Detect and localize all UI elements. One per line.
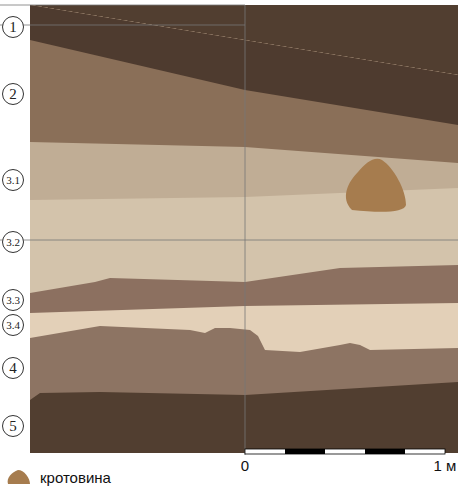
layer-3-4 [30, 5, 458, 352]
callout-circle: 4 [2, 357, 24, 379]
callout-number: 3.2 [6, 237, 20, 248]
scale-bar [245, 449, 445, 454]
callout-number: 1 [9, 20, 17, 35]
callout-number: 5 [9, 419, 17, 434]
layer-3-1 [30, 5, 458, 200]
layer-3-2 [30, 5, 458, 293]
callout-number: 3.1 [6, 175, 20, 186]
layer-5 [30, 5, 458, 453]
axis-line [245, 5, 246, 455]
callout-number: 2 [9, 87, 17, 102]
callout-circle: 3.2 [2, 231, 24, 253]
scale-label: 1 м [434, 458, 457, 473]
layer-4 [30, 5, 458, 400]
krotovina [346, 159, 406, 212]
callout-circle: 3.4 [2, 314, 24, 336]
callout-circle: 2 [2, 83, 24, 105]
callout-circle: 3.1 [2, 169, 24, 191]
guide-line [0, 240, 458, 241]
guide-line [0, 25, 245, 26]
guide-line [0, 5, 245, 6]
legend-text: кротовина [40, 470, 111, 485]
callout-number: 3.3 [6, 295, 20, 306]
legend-swatch [8, 470, 30, 484]
layer-1 [30, 5, 458, 125]
callout-circle: 5 [2, 415, 24, 437]
callout-number: 3.4 [6, 320, 20, 331]
callout-circle: 1 [2, 16, 24, 38]
layer-2 [30, 5, 458, 163]
callout-number: 4 [9, 361, 17, 376]
scale-label: 0 [241, 458, 249, 473]
layer-3-3 [30, 5, 458, 313]
callout-circle: 3.3 [2, 289, 24, 311]
